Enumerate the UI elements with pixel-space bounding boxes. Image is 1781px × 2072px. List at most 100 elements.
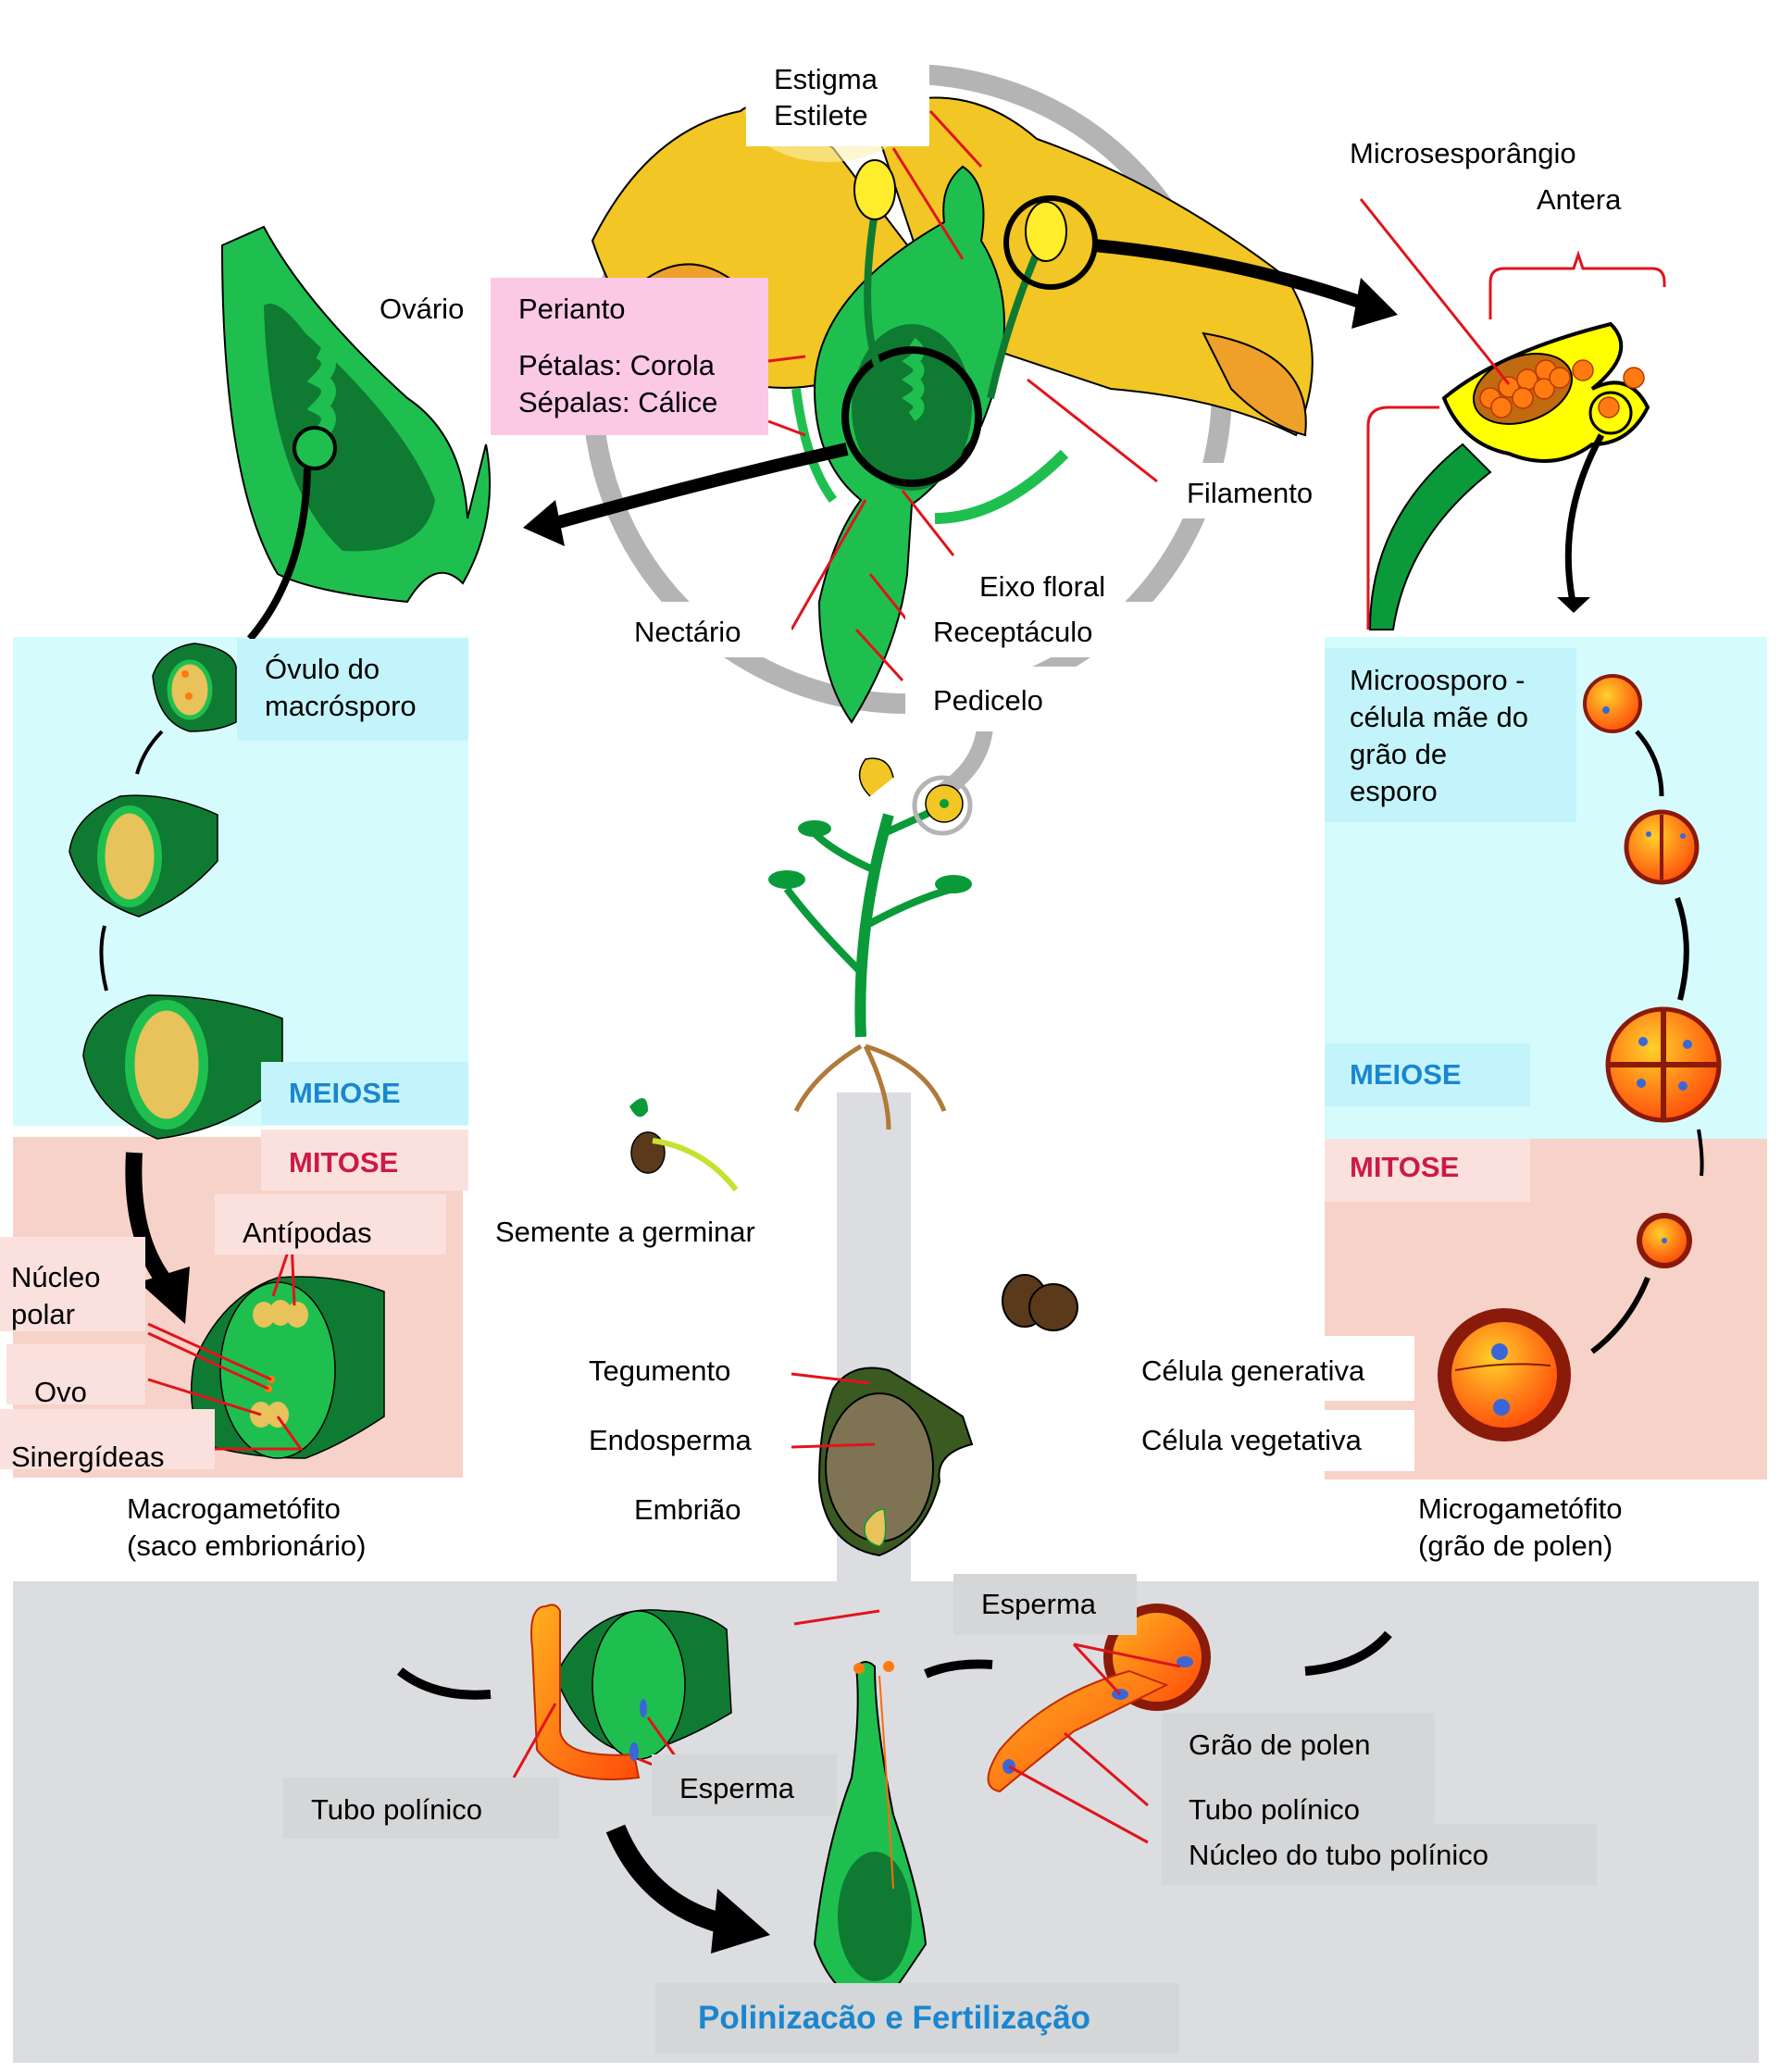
perianto-box [491, 278, 768, 435]
esperma-right-box [953, 1574, 1137, 1635]
antipodas-box [215, 1194, 446, 1254]
label-mitose-right: MITOSE [1350, 1151, 1460, 1183]
nectario-box [611, 602, 791, 657]
ovule-stage-1 [152, 643, 237, 732]
celula-generativa-box [1111, 1336, 1414, 1401]
filamento-box [1159, 463, 1326, 518]
seeds-pair [1002, 1274, 1078, 1331]
label-semente-germinar: Semente a germinar [495, 1216, 755, 1248]
label-tubo-polinico-left: Tubo polínico [311, 1793, 482, 1826]
arrow-micro-1-2 [1635, 730, 1664, 797]
ovule-stage-3 [82, 994, 283, 1140]
sinergideas-box [0, 1409, 215, 1469]
label-macrogametofito-2: (saco embrionário) [127, 1529, 367, 1562]
label-esperma-right: Esperma [981, 1588, 1097, 1620]
arrow-pollen-in [1304, 1630, 1392, 1676]
arrow-micro-3-4 [1697, 1129, 1704, 1177]
celula-vegetativa-box [1111, 1410, 1414, 1471]
label-nucleo-polar-2: polar [11, 1298, 75, 1330]
arrow-to-pistil [924, 1659, 993, 1679]
label-embriao: Embrião [634, 1493, 741, 1526]
label-celula-vegetativa: Célula vegetativa [1141, 1424, 1362, 1456]
label-microsporangio: Microsesporângio [1350, 137, 1576, 169]
embryo-sac [147, 1240, 385, 1459]
label-microgametofito-2: (grão de polen) [1418, 1529, 1613, 1562]
ovo-box [6, 1344, 145, 1404]
meiose-box-left [261, 1062, 468, 1125]
label-nucleo-tubo: Núcleo do tubo polínico [1189, 1839, 1489, 1871]
nucleo-tubo-box [1162, 1824, 1597, 1885]
arrow-ovule-2-3 [99, 925, 108, 992]
label-ovulo-2: macrósporo [265, 690, 417, 722]
seed-section [791, 1367, 974, 1557]
label-celula-generativa: Célula generativa [1141, 1354, 1365, 1387]
label-estilete: Estilete [774, 99, 868, 131]
label-sinergideas: Sinergídeas [11, 1441, 165, 1473]
label-mitose-left: MITOSE [289, 1146, 399, 1179]
mitose-box-right [1325, 1139, 1530, 1202]
ovule-stage-2 [68, 794, 218, 917]
arrow-micro-4-5 [1590, 1276, 1650, 1354]
ovulo-box [237, 639, 468, 741]
diagram-title: Polinizacão e Fertilização [698, 2000, 1091, 2036]
microspore-tetrad [1605, 1006, 1722, 1123]
microspore-2 [1624, 809, 1700, 885]
label-tubo-polinico-right: Tubo polínico [1189, 1793, 1360, 1826]
label-antera: Antera [1537, 183, 1622, 216]
label-microsporo-3: grão de [1350, 738, 1448, 770]
label-nectario: Nectário [634, 616, 741, 648]
flower-pistil [791, 159, 1098, 724]
tubo-polinico-left-box [283, 1778, 559, 1839]
label-microsporo-2: célula mãe do [1350, 701, 1529, 733]
anther-closeup [1366, 250, 1666, 630]
ovule-fertilization [512, 1604, 732, 1780]
label-ovo: Ovo [34, 1376, 87, 1408]
microspore-1 [1583, 674, 1642, 733]
label-pedicelo: Pedicelo [933, 684, 1043, 717]
label-filamento: Filamento [1187, 477, 1314, 509]
estigma-box [746, 56, 929, 146]
label-estigma: Estigma [774, 63, 878, 95]
ovary-closeup [220, 225, 492, 642]
label-macrogametofito-1: Macrogametófito [127, 1492, 341, 1525]
label-ovulo-1: Óvulo do [265, 653, 380, 685]
label-petalas: Pétalas: Corola [518, 349, 715, 381]
label-sepalas: Sépalas: Cálice [518, 386, 718, 418]
pollen-grain [1438, 1308, 1571, 1442]
label-eixo-floral: Eixo floral [979, 570, 1106, 603]
label-esperma-left: Esperma [679, 1772, 795, 1804]
grao-polen-box [1162, 1713, 1435, 1824]
label-meiose-left: MEIOSE [289, 1077, 401, 1109]
arrow-to-anther [1093, 239, 1398, 329]
label-grao-de-polen: Grão de polen [1189, 1729, 1371, 1761]
esperma-left-box [652, 1754, 837, 1816]
title-box [655, 1983, 1179, 2053]
label-meiose-right: MEIOSE [1350, 1058, 1462, 1091]
receptaculo-box [905, 602, 1155, 657]
label-tegumento: Tegumento [589, 1354, 731, 1387]
arrow-fert-down [605, 1824, 770, 1953]
label-perianto: Perianto [518, 293, 626, 325]
label-microsporo-1: Microosporo - [1350, 664, 1526, 696]
nucleo-polar-box [0, 1237, 145, 1331]
arrow-micro-2-3 [1675, 896, 1689, 1001]
pistil-fertilization [813, 1661, 928, 2011]
germinating-seed [629, 1098, 739, 1192]
label-microgametofito-1: Microgametófito [1418, 1492, 1623, 1525]
label-ovario: Ovário [380, 293, 465, 325]
flower-leader-lines [767, 109, 1511, 682]
label-endosperma: Endosperma [589, 1424, 752, 1456]
arrow-meiosis-to-mitosis [125, 1152, 190, 1324]
label-nucleo-polar-1: Núcleo [11, 1261, 101, 1293]
label-antipodas: Antípodas [243, 1217, 372, 1249]
arrow-to-ovary [523, 443, 849, 546]
meiose-box-right [1325, 1043, 1530, 1106]
label-receptaculo: Receptáculo [933, 616, 1093, 648]
microsporo-box [1325, 648, 1576, 822]
stray-leader-line [793, 1609, 880, 1626]
plant [768, 757, 973, 1130]
pedicelo-box [905, 667, 1090, 731]
label-microsporo-4: esporo [1350, 775, 1438, 807]
mitose-box-left [261, 1130, 468, 1191]
